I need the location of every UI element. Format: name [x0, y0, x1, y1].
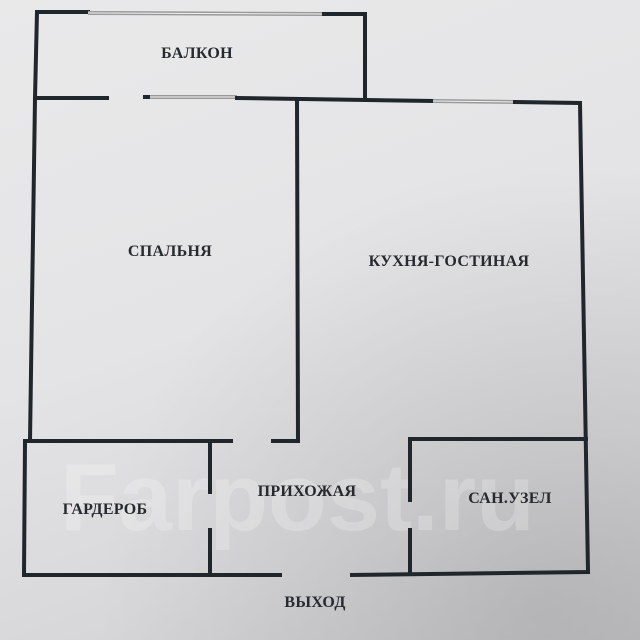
room-label-bedroom: СПАЛЬНЯ: [128, 243, 212, 260]
room-label-balcony: БАЛКОН: [161, 45, 233, 62]
top-wall: [234, 95, 436, 104]
room-label-hallway: ПРИХОЖАЯ: [258, 483, 357, 500]
bathroom-wall-top: [408, 437, 588, 502]
balcony-wall-right: [320, 12, 367, 100]
left-wall: [21, 95, 282, 577]
bedroom-wall-right: [271, 97, 301, 443]
room-label-bathroom: САН.УЗЕЛ: [468, 490, 552, 507]
room-label-wardrobe: ГАРДЕРОБ: [63, 501, 148, 518]
room-label-kitchen-living: КУХНЯ-ГОСТИНАЯ: [369, 253, 530, 270]
balcony-wall-left: [32, 10, 109, 100]
walls: [21, 10, 591, 578]
exit-label: ВЫХОД: [284, 594, 345, 611]
watermark: Farpost.ru: [60, 444, 535, 551]
right-wall: [349, 99, 591, 578]
balcony-window-glass: [87, 12, 323, 15]
kitchen-window-glass: [432, 100, 516, 103]
